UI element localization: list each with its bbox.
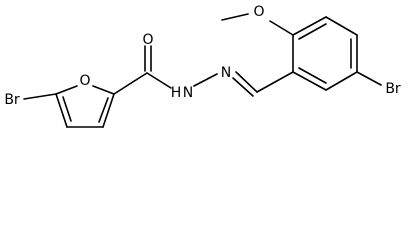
atom-carbonyl-oxygen: O: [142, 32, 153, 48]
molecule-structure: O O O Br Br H N N: [4, 4, 401, 128]
bond-furan-c5-o: [55, 85, 78, 95]
atom-methoxy-oxygen: O: [253, 4, 264, 20]
atom-benzene-bromine: Br: [385, 81, 401, 97]
bond-furan-o-c2: [92, 85, 115, 95]
bond-ch-ring: [256, 71, 294, 93]
atom-furan-bromine: Br: [4, 92, 20, 108]
atom-furan-oxygen: O: [79, 73, 90, 89]
bond-n-n: [193, 73, 218, 87]
bond-benz-c2-c3-inner: [298, 23, 327, 40]
bond-benz-c6-c1: [292, 71, 327, 91]
bond-ring-o-methoxy: [269, 20, 294, 36]
bond-benz-c3-c4: [325, 16, 358, 36]
bond-o-methyl: [221, 13, 249, 21]
bond-ring-br: [356, 71, 382, 86]
atom-amide-hydrogen: H: [171, 85, 182, 101]
atom-amide-nitrogen: N: [183, 85, 193, 101]
bond-furan-c4-c5: [55, 93, 68, 128]
bond-n-ch: [235, 71, 258, 93]
bond-n-ch-double: [232, 77, 254, 97]
atom-imine-nitrogen: N: [221, 65, 231, 81]
bond-benz-c6-c1-inner: [298, 67, 327, 84]
bond-furan-c4-c5-inner: [62, 96, 72, 122]
bond-c2-carbonyl: [113, 72, 148, 95]
bond-furan-c2-c3-inner: [98, 97, 109, 123]
bond-benz-c2-c3: [292, 16, 327, 36]
bond-benz-c5-c6: [325, 71, 358, 91]
bond-c5-br: [23, 93, 57, 100]
bond-furan-c2-c3: [102, 93, 115, 128]
bond-carbonyl-n: [146, 72, 172, 89]
